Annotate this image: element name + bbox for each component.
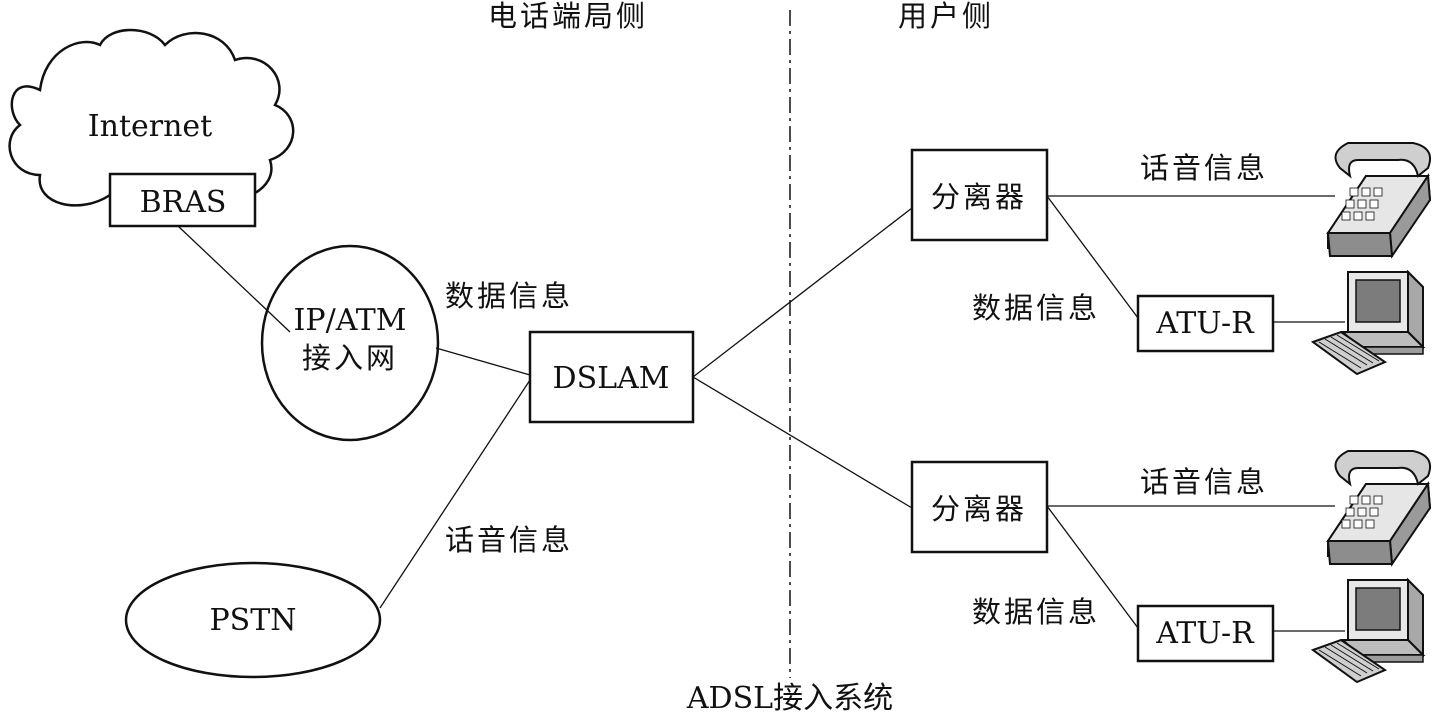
data-label-bottom: 数据信息 — [972, 595, 1100, 629]
dslam-label: DSLAM — [553, 361, 670, 396]
dslam-to-splitter-bottom-line — [692, 376, 913, 509]
atu-top-label: ATU-R — [1155, 306, 1255, 341]
splitter-top-to-atu-line — [1046, 195, 1139, 319]
ip-atm-label: IP/ATM — [294, 303, 407, 338]
voice-label-bottom: 话音信息 — [1140, 465, 1268, 499]
pstn-network — [124, 561, 382, 679]
computer-icon — [1312, 271, 1424, 375]
user-side-header: 用户侧 — [898, 0, 994, 33]
data-label-top: 数据信息 — [972, 291, 1100, 325]
atu-bottom-box — [1136, 604, 1275, 663]
atu-bottom-label: ATU-R — [1155, 616, 1255, 651]
bras-box — [108, 172, 257, 228]
internet-label: Internet — [88, 109, 212, 144]
access-network-label: 接入网 — [302, 341, 398, 375]
telephone-icon — [1327, 142, 1432, 257]
splitter-top-box — [910, 148, 1049, 242]
splitter-bottom-to-atu-line — [1046, 505, 1139, 629]
splitter-bottom-box — [910, 460, 1049, 554]
ipatm-to-dslam-line — [435, 347, 531, 376]
voice-label-left: 话音信息 — [445, 523, 573, 557]
internet-cloud — [8, 28, 295, 213]
splitter-bottom-label: 分离器 — [931, 492, 1027, 526]
diagram-caption: ADSL接入系统 — [686, 681, 893, 716]
exchange-side-header: 电话端局侧 — [488, 0, 648, 33]
bras-label: BRAS — [140, 185, 227, 220]
ip-atm-network — [260, 244, 440, 442]
dslam-box — [528, 330, 695, 424]
atu-top-box — [1136, 294, 1275, 353]
pstn-to-dslam-line — [379, 379, 531, 609]
voice-label-top: 话音信息 — [1140, 151, 1268, 185]
data-label-left: 数据信息 — [445, 279, 573, 313]
telephone-icon — [1327, 450, 1432, 565]
pstn-label: PSTN — [210, 603, 297, 638]
bras-to-ipatm-line — [177, 225, 291, 333]
splitter-top-label: 分离器 — [931, 180, 1027, 214]
dslam-to-splitter-top-line — [692, 207, 913, 378]
